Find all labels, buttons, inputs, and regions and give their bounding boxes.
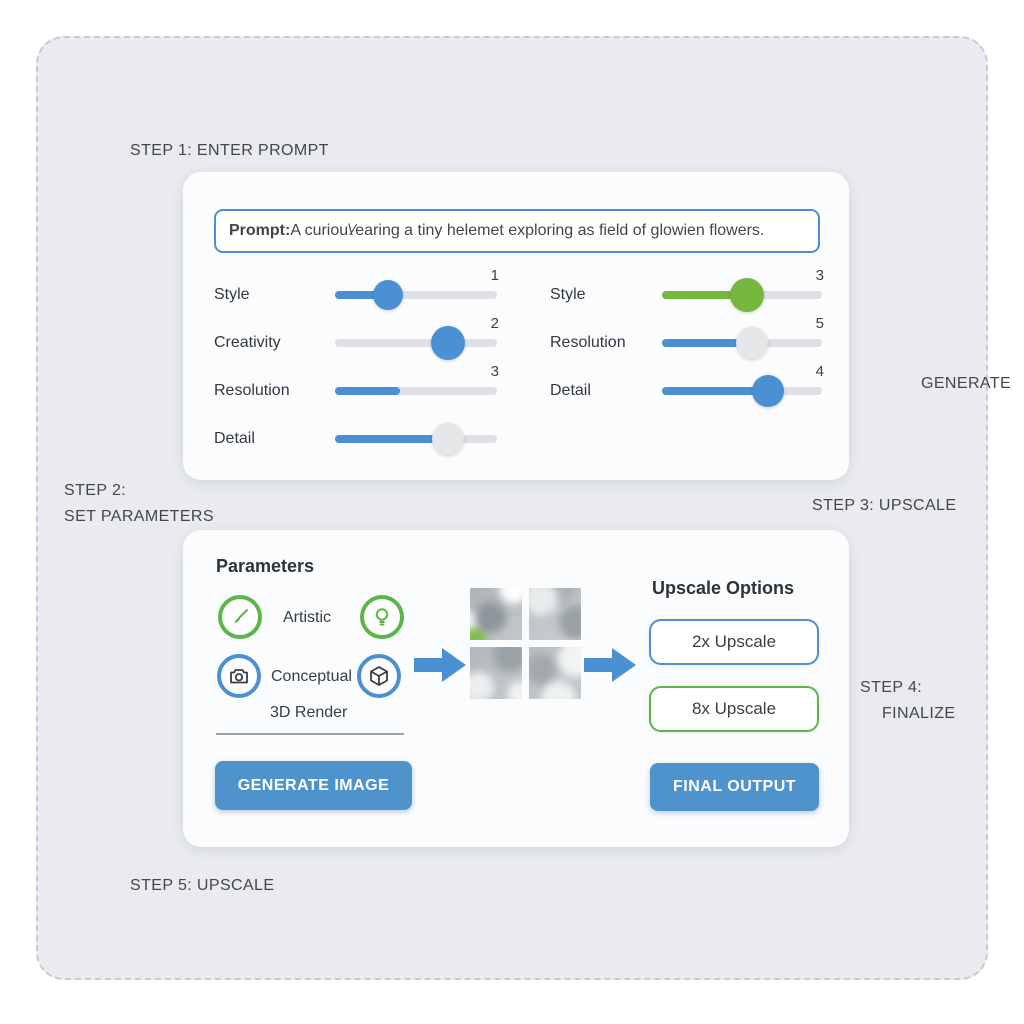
slider-wrap (335, 423, 497, 455)
slider-track[interactable] (662, 327, 822, 359)
slider-label: Style (550, 286, 586, 303)
slider-track[interactable] (335, 423, 497, 455)
prompt-text: A curiou\⁄earing a tiny helemet explorin… (290, 222, 765, 239)
slider-value: 5 (815, 315, 824, 332)
slider-wrap: 2 (335, 315, 499, 360)
preview-tile[interactable] (529, 647, 581, 699)
final-output-button[interactable]: FINAL OUTPUT (650, 763, 819, 811)
slider-row-detail: Detail 4 (550, 363, 824, 407)
upscale-8x-button[interactable]: 8x Upscale (649, 686, 819, 732)
slider-label: Detail (214, 430, 255, 447)
slider-track[interactable] (335, 280, 497, 310)
slider-row-style: Style 1 (214, 267, 499, 310)
slider-row-resolution: Resolution 3 (214, 363, 499, 406)
step4-line2: FINALIZE (882, 705, 956, 722)
render-3d-option[interactable] (357, 654, 401, 698)
slider-value: 1 (490, 267, 499, 284)
prompt-label: Prompt: (229, 222, 291, 239)
slider-label: Creativity (214, 334, 281, 351)
slider-track[interactable] (662, 375, 822, 407)
artistic-option[interactable] (218, 595, 262, 639)
slider-knob[interactable] (729, 278, 764, 312)
step2-line1: STEP 2: (64, 482, 127, 499)
slider-value: 2 (490, 315, 499, 332)
workflow-container: STEP 1: ENTER PROMPT Prompt: A curiou\⁄e… (36, 36, 1011, 980)
slider-label: Detail (550, 382, 591, 399)
artistic-label: Artistic (283, 609, 331, 626)
slider-fill (335, 435, 439, 443)
generate-image-button[interactable]: GENERATE IMAGE (215, 761, 412, 810)
paintbrush-icon (228, 605, 252, 629)
slider-fill (662, 339, 747, 347)
parameters-card: Parameters Artistic (183, 530, 849, 847)
slider-wrap: 1 (335, 267, 499, 310)
upscale-2x-button[interactable]: 2x Upscale (649, 619, 819, 665)
slider-fill (335, 291, 389, 299)
slider-track[interactable] (335, 326, 497, 360)
step2-line2: SET PARAMETERS (64, 508, 214, 525)
slider-track[interactable] (662, 278, 822, 312)
generate-label: GENERATE (921, 375, 1012, 392)
flow-arrow-1 (414, 648, 466, 682)
parameters-title: Parameters (216, 556, 315, 576)
prompt-input[interactable]: Prompt: A curiou\⁄earing a tiny helemet … (214, 209, 820, 253)
slider-wrap: 3 (662, 267, 824, 312)
conceptual-option[interactable] (217, 654, 261, 698)
camera-icon (227, 664, 251, 688)
slider-label: Resolution (214, 382, 290, 399)
slider-wrap: 3 (335, 363, 499, 406)
slider-track[interactable] (335, 387, 497, 395)
slider-label: Resolution (550, 334, 626, 351)
slider-value: 3 (815, 267, 824, 284)
slider-wrap: 4 (662, 363, 824, 407)
lightbulb-option[interactable] (360, 595, 404, 639)
preview-tile[interactable] (529, 588, 581, 640)
step3-label: STEP 3: UPSCALE (812, 497, 957, 514)
slider-fill (335, 387, 400, 395)
prompt-card: Prompt: A curiou\⁄earing a tiny helemet … (183, 172, 849, 480)
parameters-divider (216, 733, 404, 735)
slider-knob[interactable] (751, 375, 784, 407)
slider-value: 4 (815, 363, 824, 380)
conceptual-label: Conceptual (271, 668, 352, 685)
step4-line1: STEP 4: (860, 679, 923, 696)
upscale-options-title: Upscale Options (652, 578, 795, 598)
slider-fill (662, 387, 768, 395)
preview-tile[interactable] (470, 588, 522, 640)
cube-icon (367, 664, 391, 688)
slider-fill (662, 291, 747, 299)
preview-grid (470, 588, 581, 700)
slider-knob[interactable] (432, 423, 465, 455)
step5-label: STEP 5: UPSCALE (130, 877, 275, 894)
slider-knob[interactable] (431, 326, 466, 360)
slider-row-style: Style 3 (550, 267, 824, 312)
flow-arrow-2 (584, 648, 636, 682)
step1-label: STEP 1: ENTER PROMPT (130, 142, 329, 159)
render-3d-label: 3D Render (270, 704, 348, 721)
slider-knob[interactable] (373, 280, 404, 310)
step2-label: STEP 2: SET PARAMETERS (64, 478, 214, 530)
step4-label: STEP 4: FINALIZE (860, 675, 955, 727)
slider-label: Style (214, 286, 250, 303)
preview-tile[interactable] (470, 647, 522, 699)
slider-row-creativity: Creativity 2 (214, 315, 499, 360)
slider-row-detail: Detail (214, 423, 497, 455)
lightbulb-icon (370, 605, 394, 629)
slider-knob[interactable] (735, 327, 768, 359)
slider-row-resolution: Resolution 5 (550, 315, 824, 359)
slider-value: 3 (490, 363, 499, 380)
slider-wrap: 5 (662, 315, 824, 359)
